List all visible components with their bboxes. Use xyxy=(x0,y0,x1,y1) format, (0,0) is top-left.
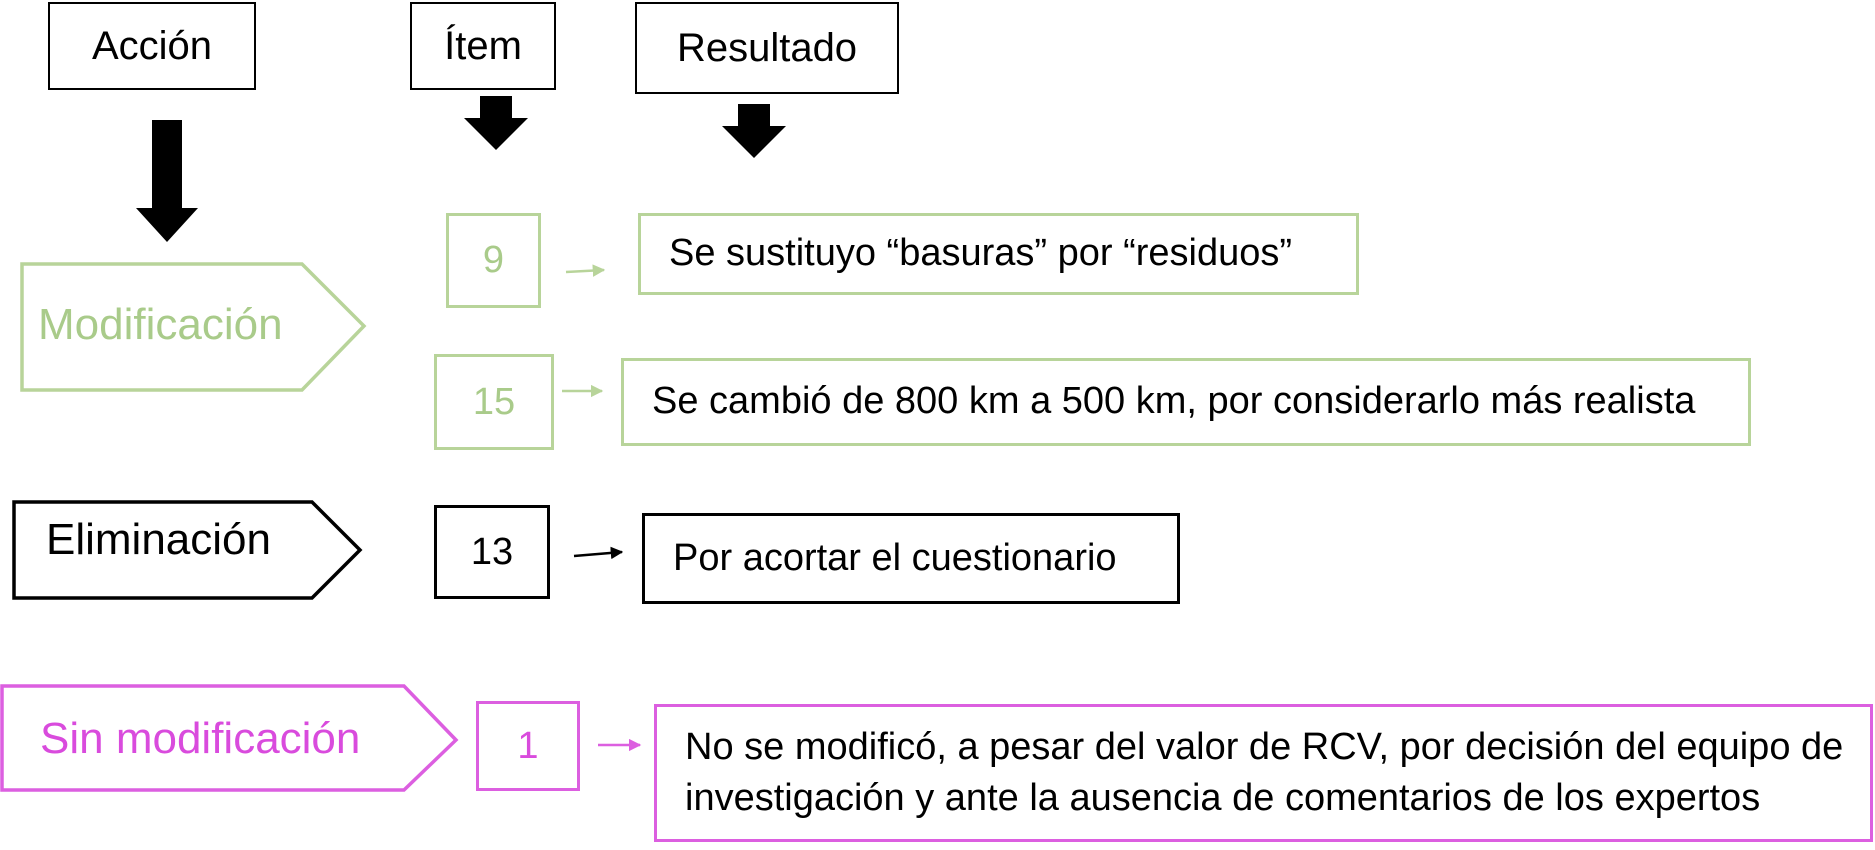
item-number: 13 xyxy=(470,530,514,573)
item-number: 9 xyxy=(482,239,505,281)
item-number: 1 xyxy=(517,724,539,767)
header-resultado-label: Resultado xyxy=(676,25,858,70)
item-box-13: 13 xyxy=(434,505,550,599)
pentagon-sin-modificacion xyxy=(0,684,459,792)
action-label-modificacion: Modificación xyxy=(38,300,283,349)
pentagon-modificacion xyxy=(20,262,367,392)
header-item-label: Ítem xyxy=(444,23,522,68)
item-box-15: 15 xyxy=(434,354,554,450)
result-box-13: Por acortar el cuestionario xyxy=(642,513,1180,604)
result-text: Se cambió de 800 km a 500 km, por consid… xyxy=(652,380,1696,423)
item-number: 15 xyxy=(472,380,516,423)
result-box-1: No se modificó, a pesar del valor de RCV… xyxy=(654,704,1873,842)
item-box-1: 1 xyxy=(476,701,580,791)
result-box-15: Se cambió de 800 km a 500 km, por consid… xyxy=(621,358,1751,446)
pentagon-eliminacion xyxy=(12,500,363,600)
result-text: Por acortar el cuestionario xyxy=(673,536,1117,579)
down-arrow-item xyxy=(464,96,528,150)
arrow-item-13 xyxy=(573,546,624,560)
down-arrow-accion xyxy=(136,120,198,242)
item-box-9: 9 xyxy=(446,213,541,308)
result-box-9: Se sustituyo “basuras” por “residuos” xyxy=(638,213,1359,295)
header-item: Ítem xyxy=(410,2,556,90)
header-resultado: Resultado xyxy=(635,2,899,94)
action-label-eliminacion: Eliminación xyxy=(46,515,271,564)
result-text: Se sustituyo “basuras” por “residuos” xyxy=(669,232,1293,275)
result-text: No se modificó, a pesar del valor de RCV… xyxy=(685,725,1844,819)
header-accion-label: Acción xyxy=(91,23,213,68)
action-label-sin-modificacion: Sin modificación xyxy=(40,714,361,763)
header-accion: Acción xyxy=(48,2,256,90)
arrow-item-9 xyxy=(565,264,606,277)
down-arrow-resultado xyxy=(722,104,786,158)
